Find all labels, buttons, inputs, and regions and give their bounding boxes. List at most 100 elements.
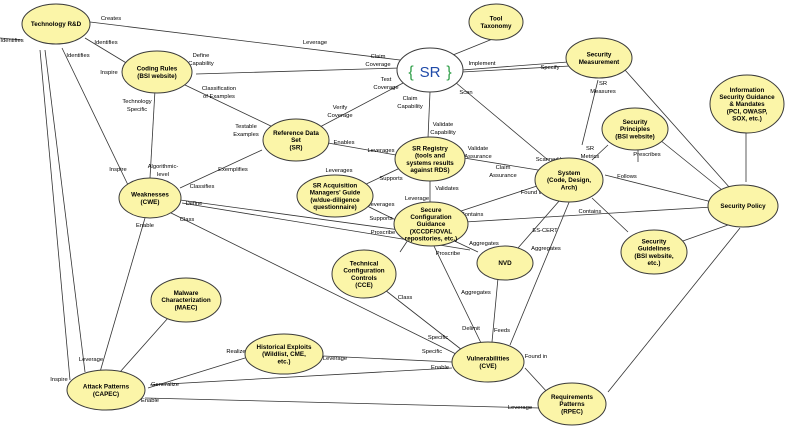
edge-label: Aggregates [531, 246, 561, 252]
edge-sr-secmeasurement [461, 61, 569, 71]
edge-label: Test [381, 77, 392, 83]
edge-label: Identifies [66, 53, 89, 59]
edge-historical-vulnerabilities [322, 355, 453, 363]
node-label-line: (XCCDF/OVAL [410, 228, 453, 235]
node-vulnerabilities: Vulnerabilities(CVE) [451, 341, 525, 383]
edge-label: Proscribe [371, 230, 395, 236]
edge-label: Scanned by [536, 157, 567, 163]
edge-label: Capability [188, 61, 214, 67]
edge-rds-srregistry [327, 142, 397, 156]
node-label-line: Arch) [561, 184, 577, 191]
edge-label: Aggregates [461, 290, 491, 296]
node-label-line: (BSI website, [634, 253, 673, 260]
edge-label: Found in [521, 190, 544, 196]
node-label-line: Weaknesses [131, 192, 169, 199]
node-label-line: (MAEC) [175, 304, 198, 311]
edge-label: SR [586, 146, 594, 152]
edge-secmeasurement-secmeasurement-specify [461, 65, 571, 73]
node-label-line: Attack Patterns [83, 384, 130, 391]
node-label-line: (CVE) [479, 363, 496, 370]
edge-secureconfig-vulnerabilities [431, 241, 483, 346]
edge-label: Identifies [0, 38, 23, 44]
edge-label: Capability [430, 130, 456, 136]
node-technology-rnd: Technology R&D [21, 3, 91, 45]
node-label-line: Configuration [343, 268, 384, 275]
edge-label: Define [193, 53, 210, 59]
sr-logo-right-brace: } [446, 64, 452, 81]
edge-label: Specify [540, 65, 559, 71]
edge-acquisition-secureconfig [364, 204, 401, 223]
node-label-line: SR Acquisition [313, 182, 358, 189]
edge-techrnd-codingrules [84, 37, 129, 65]
node-label-line: Security Guidance [719, 94, 775, 101]
edge-label: Generalize [151, 382, 179, 388]
edge-rds-weaknesses [179, 149, 263, 189]
node-label-line: Secure [420, 207, 442, 214]
edge-sr-srregistry [427, 91, 431, 139]
node-label-line: against RDS) [410, 167, 449, 174]
node-label-line: Characterization [161, 297, 210, 304]
edge-policy-guidelines [679, 224, 729, 243]
edge-label: Enable [431, 365, 449, 371]
edge-system-policy [604, 174, 713, 203]
edge-srregistry-acquisition [361, 167, 401, 187]
edge-label: Examples [233, 132, 259, 138]
node-label-line: Technology R&D [31, 21, 82, 28]
edge-tooltaxonomy-sr [447, 37, 496, 58]
edge-vulnerabilities-requirements [524, 367, 549, 394]
edge-system-guidelines [591, 197, 629, 233]
edge-label: Follows [617, 174, 637, 180]
node-label-line: (BSI website) [137, 73, 177, 80]
node-label-line: (BSI website) [615, 133, 655, 140]
node-label-line: Configuration [410, 214, 451, 221]
edge-label: Creates [101, 16, 121, 22]
edge-label: level [157, 172, 169, 178]
edge-attackpatterns-vulnerabilities [149, 367, 453, 386]
node-security-policy: Security Policy [707, 184, 779, 228]
node-coding-rules: Coding Rules(BSI website) [121, 50, 193, 94]
node-label-line: (CCE) [355, 282, 373, 289]
edge-label: Coverage [373, 85, 398, 91]
node-sr: { SR } [396, 47, 464, 93]
edge-label: Scan [459, 90, 472, 96]
node-secure-config-guidance: SecureConfigurationGuidance(XCCDF/OVALre… [393, 201, 469, 247]
edge-label: Classification [202, 86, 236, 92]
node-label-line: Set [291, 137, 302, 144]
edge-label: Leverage [79, 357, 103, 363]
edge-weaknesses-secureconfig [179, 199, 401, 231]
edge-label: Inspire [100, 70, 117, 76]
edge-label: Specific [428, 335, 448, 341]
node-label-line: Security [587, 52, 612, 59]
node-label-line: (CWE) [141, 199, 160, 206]
edge-label: Class [180, 217, 195, 223]
edge-codingrules-weaknesses [149, 89, 156, 179]
node-label-line: SR Registry [412, 145, 448, 152]
node-label-line: (w/due-diligence [310, 197, 360, 204]
node-historical-exploits: Historical Exploits(Wildlist, CME,etc.) [244, 333, 324, 375]
edge-label: Algorithmic- [148, 164, 179, 170]
node-label-line: Reference Data [273, 130, 319, 137]
edge-secmeasurement-system [581, 79, 599, 146]
edge-policy-requirements [607, 227, 741, 393]
node-label-line: etc.) [278, 358, 291, 365]
node-label-line: Controls [351, 275, 377, 282]
edge-principles-system [591, 144, 609, 161]
edge-historical-attackpatterns [147, 357, 246, 389]
node-weaknesses: Weaknesses(CWE) [118, 177, 182, 219]
node-label-line: (SR) [290, 144, 303, 151]
node-label-line: (tools and [415, 153, 445, 160]
edge-system-secureconfig [457, 184, 541, 213]
node-label-line: Information [730, 87, 765, 94]
edge-label: Feeds [494, 328, 510, 334]
edge-codingrules-rds [184, 84, 276, 129]
edge-label: Inspire [50, 377, 67, 383]
edge-nvd-vulnerabilities [491, 277, 499, 343]
